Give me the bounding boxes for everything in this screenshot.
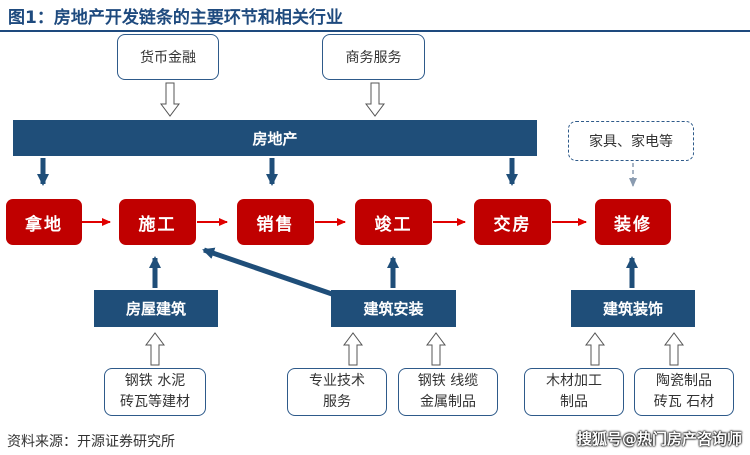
material-line: 专业技术: [309, 373, 365, 389]
title-divider: [0, 30, 750, 32]
chain-step-construction: 施工: [119, 199, 196, 245]
source-note: 资料来源：开源证券研究所: [7, 434, 175, 450]
material-line: 制品: [560, 394, 588, 410]
chain-step-completion: 竣工: [355, 199, 432, 245]
hollow-arrow: [145, 332, 165, 366]
building-decoration-box: 建筑装饰: [571, 290, 695, 327]
hollow-arrow: [426, 332, 446, 366]
hollow-arrow: [160, 82, 180, 117]
hollow-arrow: [585, 332, 605, 366]
materials-box-ceramics: 陶瓷制品 砖瓦 石材: [634, 368, 734, 416]
material-line: 陶瓷制品: [656, 373, 712, 389]
real-estate-bar: 房地产: [13, 120, 537, 156]
material-line: 砖瓦 石材: [653, 394, 715, 410]
material-line: 砖瓦等建材: [120, 394, 190, 410]
material-line: 木材加工: [546, 373, 602, 389]
building-construction-box: 房屋建筑: [94, 290, 218, 327]
chain-step-sales: 销售: [237, 199, 314, 245]
diagonal-arrow: [202, 247, 333, 297]
materials-box-wood: 木材加工 制品: [524, 368, 624, 416]
chain-step-land: 拿地: [6, 199, 82, 245]
figure-title: 图1：房地产开发链条的主要环节和相关行业: [8, 8, 343, 28]
finance-box: 货币金融: [117, 34, 219, 80]
appliances-box: 家具、家电等: [568, 121, 694, 161]
material-line: 钢铁 水泥: [124, 373, 186, 389]
materials-box-steel-cement: 钢铁 水泥 砖瓦等建材: [104, 368, 206, 416]
material-line: 金属制品: [420, 394, 476, 410]
material-line: 服务: [323, 394, 351, 410]
materials-box-technical-services: 专业技术 服务: [287, 368, 387, 416]
watermark: 搜狐号@热门房产咨询师: [576, 430, 742, 448]
hollow-arrow: [343, 332, 363, 366]
chain-step-decoration: 装修: [595, 199, 671, 245]
chain-step-handover: 交房: [474, 199, 551, 245]
business-services-box: 商务服务: [322, 34, 425, 80]
materials-box-steel-cable: 钢铁 线缆 金属制品: [398, 368, 498, 416]
hollow-arrow: [664, 332, 684, 366]
hollow-arrow: [365, 82, 385, 117]
building-installation-box: 建筑安装: [331, 290, 456, 327]
material-line: 钢铁 线缆: [417, 373, 479, 389]
